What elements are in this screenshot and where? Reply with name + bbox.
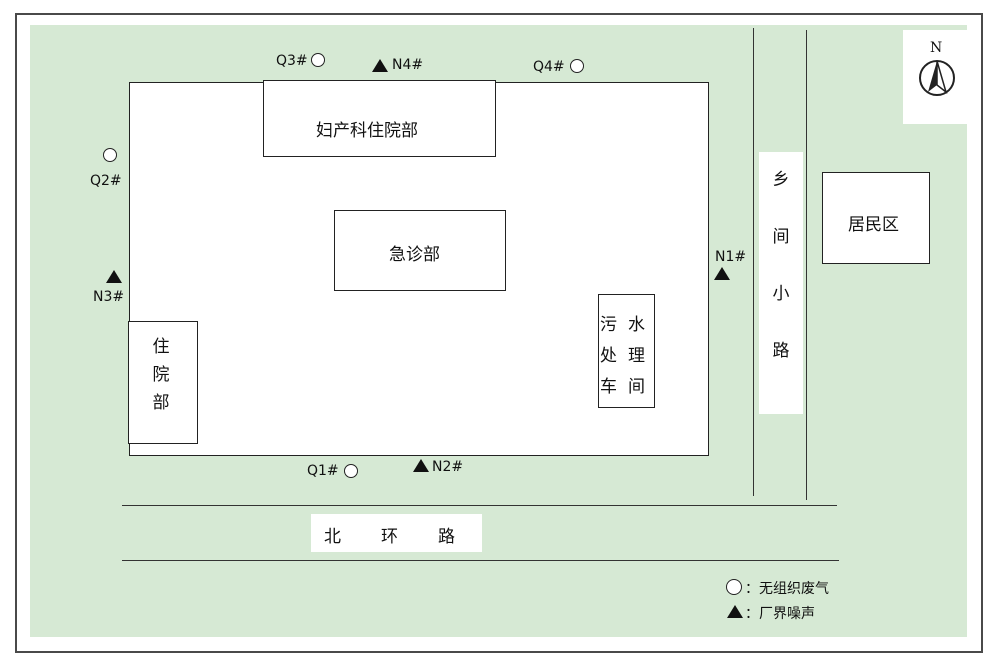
sewage-char-5: 车: [600, 377, 617, 397]
village-path-char-2: 间: [772, 227, 790, 247]
north-ring-char-2: 环: [381, 527, 398, 547]
sewage-char-2: 水: [628, 315, 645, 335]
q2-label: Q2#: [90, 173, 122, 189]
village-path-label-panel: [759, 152, 803, 414]
residential-label: 居民区: [848, 215, 899, 235]
q1-label: Q1#: [307, 463, 339, 479]
n4-noise-marker: [372, 59, 388, 72]
sewage-treatment-building: [598, 294, 655, 408]
q1-waste-gas-marker: [344, 464, 358, 478]
legend-circle-icon: [726, 579, 742, 595]
compass-north-letter: N: [930, 40, 943, 56]
inpatient-char-3: 部: [152, 393, 170, 413]
village-path-char-4: 路: [772, 341, 790, 361]
sewage-char-6: 间: [628, 377, 645, 397]
q2-waste-gas-marker: [103, 148, 117, 162]
residential-area: [822, 172, 930, 264]
n1-label: N1#: [715, 249, 747, 265]
q3-waste-gas-marker: [311, 53, 325, 67]
village-path-west-edge: [753, 28, 754, 496]
n3-label: N3#: [93, 289, 125, 305]
legend-waste-gas-label: ：无组织废气: [745, 581, 829, 597]
legend-triangle-icon: [727, 605, 743, 618]
sewage-treatment-label: 污 水 处 理 车 间: [600, 310, 650, 397]
inpatient-char-1: 住: [152, 337, 170, 357]
village-path-label: 乡 间 小 路: [769, 152, 793, 380]
north-ring-road-south-edge: [122, 560, 839, 561]
q4-waste-gas-marker: [570, 59, 584, 73]
inpatient-char-2: 院: [152, 365, 170, 385]
q4-label: Q4#: [533, 59, 565, 75]
sewage-char-4: 理: [628, 346, 645, 366]
inpatient-label: 住 院 部: [149, 333, 173, 417]
maternity-ward-building: [263, 80, 496, 157]
q3-label: Q3#: [276, 53, 308, 69]
n2-noise-marker: [413, 459, 429, 472]
n2-label: N2#: [432, 459, 464, 475]
village-path-east-edge: [806, 30, 807, 500]
n1-noise-marker: [714, 267, 730, 280]
n4-label: N4#: [392, 57, 424, 73]
north-ring-char-3: 路: [438, 527, 455, 547]
emergency-building: [334, 210, 506, 291]
village-path-char-1: 乡: [772, 170, 790, 190]
emergency-label: 急诊部: [389, 245, 440, 265]
sewage-char-1: 污: [600, 315, 617, 335]
north-arrow-icon: [919, 60, 955, 96]
maternity-ward-label: 妇产科住院部: [316, 121, 418, 141]
n3-noise-marker: [106, 270, 122, 283]
north-ring-char-1: 北: [324, 527, 341, 547]
north-ring-road-label-panel: [311, 514, 482, 552]
legend-noise-label: ：厂界噪声: [745, 606, 815, 622]
north-ring-road-label: 北 环 路: [324, 522, 455, 547]
north-ring-road-north-edge: [122, 505, 837, 506]
inpatient-building: [128, 321, 198, 444]
village-path-char-3: 小: [772, 284, 790, 304]
sewage-char-3: 处: [600, 346, 617, 366]
